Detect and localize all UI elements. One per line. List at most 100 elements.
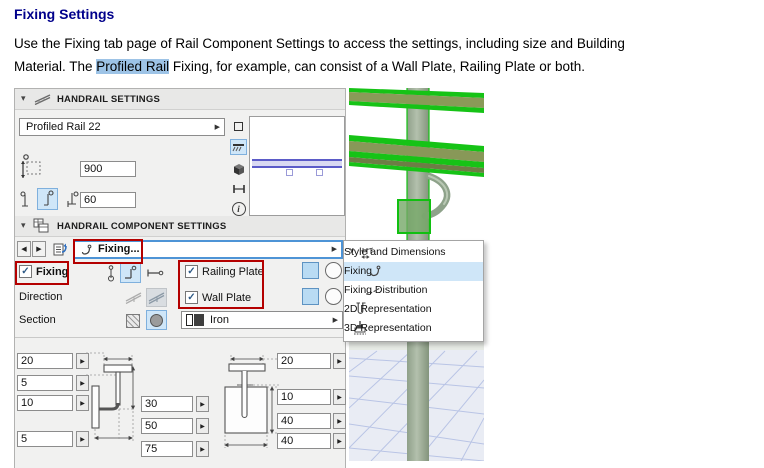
hatch-section-icon bbox=[126, 313, 140, 328]
fixing-distribution-icon bbox=[365, 287, 382, 295]
collapse-triangle-icon[interactable]: ▾ bbox=[21, 93, 26, 103]
panel-title: HANDRAIL COMPONENT SETTINGS bbox=[57, 221, 227, 232]
railing-plate-square-option[interactable] bbox=[302, 262, 319, 279]
preview-info-button[interactable]: i bbox=[230, 201, 247, 217]
rail-settings-dialog: ▾ HANDRAIL SETTINGS Profiled Rail 22 ▶ bbox=[14, 88, 346, 468]
post-offset-input[interactable] bbox=[80, 192, 136, 208]
dim-input[interactable] bbox=[17, 395, 73, 411]
fixing-checkbox[interactable]: ✓ bbox=[19, 265, 32, 278]
post-left-button[interactable] bbox=[17, 189, 33, 210]
direction-right-button[interactable] bbox=[146, 288, 167, 307]
fixing-type-arm-button[interactable] bbox=[144, 263, 166, 283]
body-paragraph: Use the Fixing tab page of Rail Componen… bbox=[14, 32, 734, 78]
stepper-button[interactable]: ▶ bbox=[196, 418, 209, 434]
menu-item-fixing[interactable]: Fixing bbox=[344, 262, 483, 281]
dim-input[interactable] bbox=[17, 353, 73, 369]
rail-preview bbox=[249, 116, 345, 216]
component-dropdown[interactable]: Fixing... ▶ bbox=[73, 240, 343, 259]
direction-left-button[interactable] bbox=[123, 288, 144, 307]
fixing-hook-icon bbox=[370, 265, 381, 277]
handrail-settings-header[interactable]: ▾ HANDRAIL SETTINGS bbox=[15, 89, 345, 110]
railing-plate-circle-option[interactable] bbox=[325, 262, 342, 279]
dim-input[interactable] bbox=[277, 353, 331, 369]
dim-input[interactable] bbox=[277, 413, 331, 429]
post-center-icon bbox=[43, 190, 54, 206]
railing-plate-checkbox[interactable]: ✓ bbox=[185, 265, 198, 278]
preview-3d-button[interactable] bbox=[230, 161, 247, 177]
dim-input[interactable] bbox=[277, 389, 331, 405]
menu-item-style-and-dimensions[interactable]: ∨ Style and Dimensions bbox=[344, 246, 446, 259]
info-icon: i bbox=[231, 202, 246, 216]
wall-plate-checkbox[interactable]: ✓ bbox=[185, 291, 198, 304]
material-swatch-light bbox=[186, 314, 193, 326]
dim-input[interactable] bbox=[141, 441, 193, 457]
stepper-button[interactable]: ▶ bbox=[196, 441, 209, 457]
page-title: Fixing Settings bbox=[14, 6, 115, 22]
stepper-button[interactable]: ▶ bbox=[76, 395, 89, 411]
dim-input[interactable] bbox=[141, 418, 193, 434]
preview-marker bbox=[316, 169, 323, 176]
component-settings-header[interactable]: ▾ HANDRAIL COMPONENT SETTINGS bbox=[15, 216, 345, 237]
direction-left-icon bbox=[125, 292, 141, 305]
post-right-icon bbox=[67, 190, 79, 207]
direction-right-icon bbox=[148, 292, 164, 305]
previous-component-button[interactable]: ◀ bbox=[17, 241, 31, 257]
next-icon: ▶ bbox=[36, 246, 42, 253]
section-circle-button[interactable] bbox=[146, 310, 167, 330]
post-left-icon bbox=[20, 190, 28, 207]
material-swatch-dark bbox=[194, 314, 204, 326]
wall-plate-circle-option[interactable] bbox=[325, 288, 342, 305]
component-list-button[interactable] bbox=[51, 240, 70, 258]
preview-elevation-button[interactable] bbox=[230, 139, 247, 155]
next-component-button[interactable]: ▶ bbox=[32, 241, 46, 257]
menu-item-2d-representation[interactable]: 2D Representation bbox=[344, 302, 432, 315]
paragraph-line-2: Material. The Profiled Rail Fixing, for … bbox=[14, 59, 586, 74]
material-dropdown[interactable]: Iron ▶ bbox=[181, 311, 343, 329]
menu-item-3d-representation[interactable]: 3D Representation bbox=[344, 321, 432, 335]
wall-plate-diagram bbox=[224, 355, 279, 448]
collapse-triangle-icon[interactable]: ▾ bbox=[21, 220, 26, 230]
stepper-button[interactable]: ▶ bbox=[333, 389, 346, 405]
rail-type-dropdown[interactable]: Profiled Rail 22 ▶ bbox=[19, 118, 225, 136]
component-list-icon bbox=[53, 243, 67, 255]
dropdown-arrow-icon: ▶ bbox=[214, 124, 220, 131]
rail-type-value: Profiled Rail 22 bbox=[26, 121, 101, 133]
stepper-button[interactable]: ▶ bbox=[76, 353, 89, 369]
preview-section-button[interactable] bbox=[230, 181, 247, 197]
preview-plan-button[interactable] bbox=[230, 118, 247, 134]
section-view-icon bbox=[232, 185, 245, 193]
chevron-down-icon: ∨ bbox=[349, 246, 355, 255]
fixing-type-bracket-button[interactable] bbox=[120, 262, 141, 283]
stepper-button[interactable]: ▶ bbox=[196, 396, 209, 412]
highlighted-text: Profiled Rail bbox=[96, 59, 170, 74]
wall-plate-square-option[interactable] bbox=[302, 288, 319, 305]
dim-input[interactable] bbox=[17, 431, 73, 447]
handrail-icon bbox=[34, 94, 51, 105]
fixing-type-post-button[interactable] bbox=[103, 263, 118, 283]
2d-representation-icon bbox=[356, 302, 366, 314]
check-icon: ✓ bbox=[187, 292, 196, 303]
menu-item-fixing-distribution[interactable]: Fixing Distribution bbox=[344, 284, 428, 296]
post-right-button[interactable] bbox=[62, 189, 82, 210]
section-hatch-button[interactable] bbox=[123, 311, 143, 330]
dim-input[interactable] bbox=[277, 433, 331, 449]
stepper-button[interactable]: ▶ bbox=[76, 431, 89, 447]
component-value: Fixing... bbox=[98, 243, 140, 255]
stepper-button[interactable]: ▶ bbox=[76, 375, 89, 391]
section-label: Section bbox=[19, 314, 56, 326]
3d-representation-icon bbox=[354, 321, 366, 335]
component-popup-menu: ∨ Style and Dimensions Fixing Fixing Dis… bbox=[343, 240, 484, 342]
rail-height-input[interactable] bbox=[80, 161, 136, 177]
dropdown-arrow-icon: ▶ bbox=[331, 246, 337, 253]
dropdown-arrow-icon: ▶ bbox=[332, 317, 338, 324]
stepper-button[interactable]: ▶ bbox=[333, 353, 346, 369]
dim-input[interactable] bbox=[141, 396, 193, 412]
prev-icon: ◀ bbox=[21, 246, 27, 253]
post-center-button[interactable] bbox=[37, 188, 58, 210]
stepper-button[interactable]: ▶ bbox=[333, 413, 346, 429]
fixing-side-diagram bbox=[86, 352, 136, 441]
stepper-button[interactable]: ▶ bbox=[333, 433, 346, 449]
dim-input[interactable] bbox=[17, 375, 73, 391]
preview-marker bbox=[286, 169, 293, 176]
